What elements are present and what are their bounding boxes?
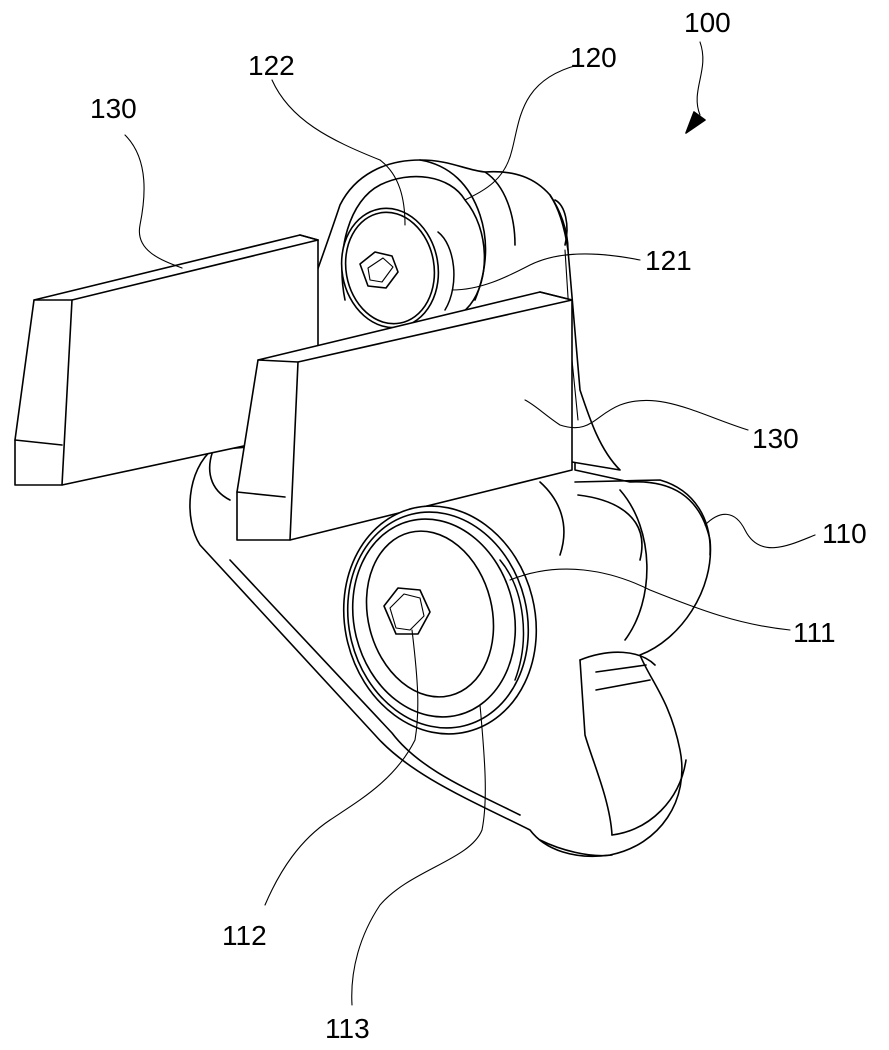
- lower-bolt-assembly: [342, 505, 538, 735]
- label-130-right: 130: [752, 423, 799, 454]
- label-130-left: 130: [90, 93, 137, 124]
- leader-lines: [124, 41, 816, 1006]
- leader-120: [464, 64, 579, 201]
- label-112: 112: [222, 920, 267, 951]
- blade-right: [236, 291, 573, 541]
- label-122: 122: [248, 50, 295, 81]
- blade-left: [14, 234, 319, 486]
- leader-110: [704, 513, 816, 549]
- leader-113: [351, 704, 486, 1006]
- leader-111: [509, 568, 791, 631]
- label-110: 110: [822, 518, 867, 549]
- label-111: 111: [793, 617, 836, 648]
- leader-112: [264, 629, 419, 906]
- label-100: 100: [684, 7, 731, 38]
- upper-bolt: [340, 207, 455, 329]
- leader-130-left: [124, 134, 183, 269]
- leader-122: [271, 79, 406, 226]
- leader-121: [451, 253, 641, 291]
- arrow-100: [685, 111, 706, 134]
- leader-100: [696, 41, 704, 116]
- label-121: 121: [645, 245, 692, 276]
- leader-130-right: [524, 399, 749, 431]
- label-120: 120: [570, 42, 617, 73]
- label-113: 113: [325, 1013, 370, 1044]
